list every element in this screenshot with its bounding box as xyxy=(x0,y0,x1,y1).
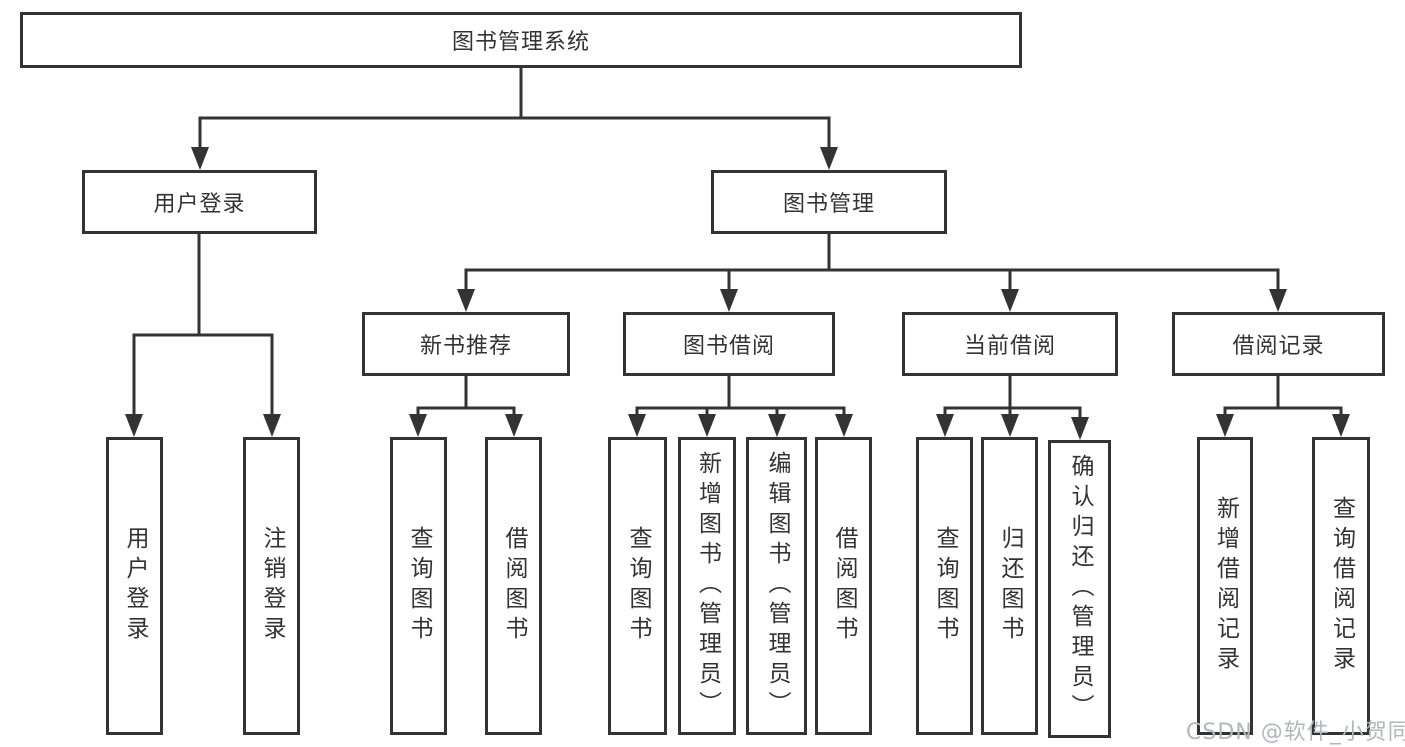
leaf-records-query-record-label: 查询借阅记录 xyxy=(1328,496,1355,676)
leaf-records-query-record: 查询借阅记录 xyxy=(1312,437,1370,735)
leaf-borrowing-edit-books-label: 编辑图书（管理员） xyxy=(764,451,790,721)
leaf-logout: 注销登录 xyxy=(243,437,300,735)
leaf-borrowing-query-books-label: 查询图书 xyxy=(625,526,651,646)
leaf-logout-label: 注销登录 xyxy=(259,526,285,646)
leaf-borrowing-query-books: 查询图书 xyxy=(608,437,667,735)
leaf-recommend-query-books-label: 查询图书 xyxy=(406,526,432,646)
leaf-current-query-books-label: 查询图书 xyxy=(932,526,958,646)
leaf-records-add-record-label: 新增借阅记录 xyxy=(1212,496,1239,676)
node-book-borrowing-label: 图书借阅 xyxy=(682,334,775,359)
node-current-borrowing: 当前借阅 xyxy=(902,312,1118,376)
csdn-watermark: CSDN @软件_小贺同学 xyxy=(1186,720,1405,745)
leaf-user-login: 用户登录 xyxy=(106,437,163,735)
leaf-borrowing-borrow-books-label: 借阅图书 xyxy=(831,526,857,646)
leaf-recommend-borrow-books-label: 借阅图书 xyxy=(501,526,527,646)
leaf-current-return-books: 归还图书 xyxy=(981,437,1038,735)
leaf-recommend-borrow-books: 借阅图书 xyxy=(485,437,542,735)
leaf-current-return-books-label: 归还图书 xyxy=(997,526,1023,646)
node-new-book-recommend: 新书推荐 xyxy=(362,312,570,376)
leaf-borrowing-add-books: 新增图书（管理员） xyxy=(678,437,736,735)
leaf-recommend-query-books: 查询图书 xyxy=(390,437,447,735)
leaf-records-add-record: 新增借阅记录 xyxy=(1197,437,1253,735)
leaf-borrowing-add-books-label: 新增图书（管理员） xyxy=(694,451,721,721)
node-current-borrowing-label: 当前借阅 xyxy=(963,334,1056,359)
leaf-user-login-label: 用户登录 xyxy=(122,526,148,646)
leaf-borrowing-edit-books: 编辑图书（管理员） xyxy=(746,437,807,735)
node-book-management-label: 图书管理 xyxy=(782,192,875,217)
node-user-login: 用户登录 xyxy=(82,170,317,234)
leaf-borrowing-borrow-books: 借阅图书 xyxy=(815,437,872,735)
leaf-current-query-books: 查询图书 xyxy=(916,437,973,735)
leaf-current-confirm-return-label: 确认归还（管理员） xyxy=(1067,454,1093,724)
node-book-management: 图书管理 xyxy=(711,170,947,234)
node-root: 图书管理系统 xyxy=(20,12,1022,68)
node-root-label: 图书管理系统 xyxy=(451,30,590,55)
node-user-login-label: 用户登录 xyxy=(153,192,246,217)
node-book-borrowing: 图书借阅 xyxy=(623,312,835,376)
leaf-current-confirm-return: 确认归还（管理员） xyxy=(1048,440,1111,738)
node-new-book-recommend-label: 新书推荐 xyxy=(419,334,512,359)
node-borrowing-records-label: 借阅记录 xyxy=(1232,334,1325,359)
node-borrowing-records: 借阅记录 xyxy=(1172,312,1385,376)
